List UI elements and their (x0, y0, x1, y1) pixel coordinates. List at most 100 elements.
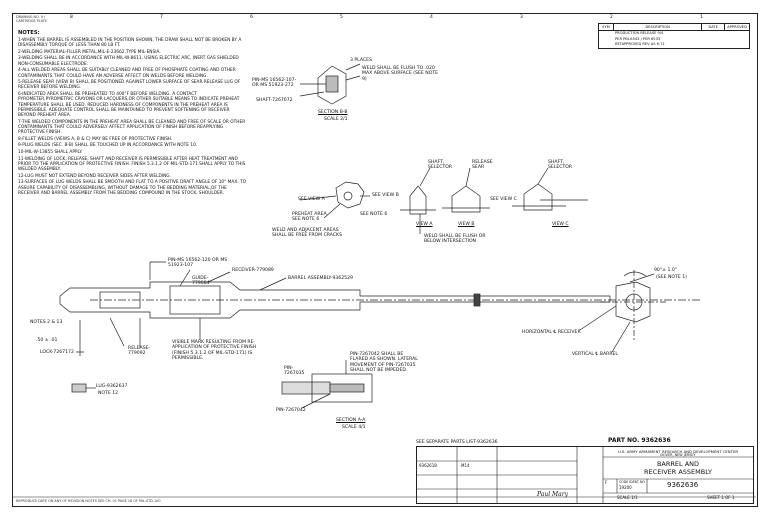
see-note-6: SEE NOTE 6 (360, 212, 388, 217)
see-view-c: SEE VIEW C (490, 197, 517, 202)
leader-line (419, 167, 431, 187)
note-item: 7-THE WELDED COMPONENTS IN THE PREHEAT A… (18, 119, 246, 136)
part-no-value: 9362636 (641, 437, 671, 444)
rev-row: PER PIN-6543 / PER 6533 (615, 36, 661, 41)
lug-shape (71, 383, 87, 393)
sec-aa-scale: SCALE 4/1 (342, 425, 366, 430)
note-item: 5-RELEASE SEAR (VIEW B) SHALL BE POSITIO… (18, 80, 241, 91)
agency-sub: DOVER, NEW JERSEY (660, 453, 696, 457)
zone-label: 3 (520, 15, 523, 20)
label-angle-note: (SEE NOTE 1) (656, 275, 687, 280)
section-aa-pin-a (281, 381, 331, 395)
notes-list: 1-WHEN THE BARREL IS ASSEMBLED IN THE PO… (18, 38, 246, 197)
barrel-band (473, 293, 481, 307)
leader-line (629, 273, 655, 283)
rev-row: PRODUCTION RELEASE 9/4 (615, 31, 664, 35)
section-aa-body (311, 373, 373, 403)
leader-line (465, 167, 471, 187)
label-receiver: RECEIVER-779089 (232, 268, 274, 273)
note-item: 12-LUG MUST NOT EXTEND BEYOND RECEIVER S… (18, 173, 172, 179)
sec-aa-title: SECTION A-A (336, 418, 366, 423)
view-receiver-profile (335, 181, 365, 209)
revision-block: SYM DESCRIPTION DATE APPROVED PRODUCTION… (598, 23, 750, 49)
note-item: 6-INDICATED AREA SHALL BE PREHEATED TO 4… (18, 92, 240, 118)
agency: U.S. ARMY ARMAMENT RESEARCH AND DEVELOPM… (617, 449, 739, 454)
sec-bb-pin: PIN-MS 16562-107- OR MS 51923-272 (252, 78, 297, 89)
note-item: 9-PLUG WELDS (SEC. B-B) SHALL BE TOUCHED… (18, 143, 198, 149)
label-angle: 90°± 1.0° (654, 268, 678, 273)
title-block-grid (417, 447, 753, 503)
see-view-b: SEE VIEW B (372, 193, 399, 198)
receiver-body (169, 285, 221, 315)
note-item: 11-WELDING OF LOCK, RELEASE, SHAFT AND R… (18, 156, 246, 173)
leader-line (259, 277, 287, 291)
used-on: M14 (461, 463, 470, 468)
sec-bb-weld-note: WELD SHALL BE FLUSH TO .020 MAX ABOVE SU… (362, 66, 439, 82)
sec-bb-scale: SCALE 2/1 (324, 117, 348, 122)
rev-header-date: DATE (702, 24, 726, 30)
sec-bb-places: 3 PLACES (350, 58, 372, 63)
note-item: 8-FILLET WELDS (VIEWS A, B & C) MAY BE F… (18, 136, 173, 142)
leader-line (345, 75, 361, 81)
label-barrel-assembly: BARREL ASSEMBLY-9362529 (288, 276, 353, 281)
weld-adjacent: WELD AND ADJACENT AREAS SHALL BE FREE FR… (272, 228, 342, 239)
label-dim: .50 ± .01 (36, 338, 58, 343)
leader-line (579, 305, 617, 331)
label-pin-ms: PIN-MS 16562-120 OR MS 51923-107 (168, 258, 228, 269)
note-item: 4-ALL WELDED AREAS SHALL BE SUITABLY CLE… (18, 68, 236, 79)
label-notes-ref: NOTES 2 & 13 (30, 320, 63, 325)
label-vertical: VERTICAL ℄ BARREL (572, 352, 618, 357)
bottom-stamp: REPRODUCE DATE ON ANY OF REVISION NOTES … (16, 499, 161, 503)
note-item: 10-MIL-W-13855 SHALL APPLY. (18, 149, 83, 155)
weld-flush: WELD SHALL BE FLUSH OR BELOW INTERSECTIO… (424, 234, 486, 245)
receiver-section (99, 291, 141, 309)
sec-bb-title: SECTION B-B (318, 110, 348, 115)
next-assy: 9362618 (419, 463, 437, 468)
code-ident: 19200 (619, 485, 632, 490)
view-c-title: VIEW C (552, 222, 569, 227)
zone-label: 6 (250, 15, 253, 20)
size: F (605, 480, 608, 485)
leader-line (109, 317, 125, 347)
part-no-label: PART NO. (608, 437, 640, 444)
dimension-line (76, 320, 84, 356)
preheat-area: PREHEAT AREA SEE NOTE 6 (292, 212, 327, 223)
note-item: 2-WELDING MATERIAL-FILLER METAL,MIL-E-23… (18, 49, 161, 55)
rev-header-desc: DESCRIPTION (614, 24, 703, 30)
label-visible-mark: VISIBLE MARK RESULTING FROM RE-APPLICATI… (172, 340, 257, 361)
view-a-title: VIEW A (416, 222, 433, 227)
rev-row: RETAPPROVED REV AS 6-71 (615, 42, 665, 46)
rev-header-approved: APPROVED (727, 25, 747, 29)
note-item: 3-WELDING SHALL BE IN ACCORDANCE WITH MI… (18, 56, 239, 67)
view-a-shape (409, 185, 427, 215)
angle-arc (623, 271, 647, 277)
title-block: 9362618 M14 U.S. ARMY ARMAMENT RESEARCH … (416, 446, 754, 504)
zone-label: 5 (340, 15, 343, 20)
sheet-label: SHEET 1 OF 1 (707, 495, 735, 500)
leader-line (179, 269, 191, 287)
label-guide: GUIDE- 779084 (192, 276, 210, 287)
leader-line (611, 321, 631, 353)
corner-stamp: DRAWING NO. 9 / CARTRIDGE PLATE (16, 15, 47, 23)
leader-line (537, 167, 549, 185)
zone-label: 8 (70, 15, 73, 20)
shaft-selector-1: SHAFT, SELECTOR (428, 160, 453, 171)
leader-line (207, 271, 231, 283)
sec-aa-pin-a: PIN- 7267035 (284, 366, 305, 377)
zone-label: 7 (160, 15, 163, 20)
leader-line (301, 393, 331, 409)
drawing-title-2: RECEIVER ASSEMBLY (644, 468, 712, 476)
rev-header-sym: SYM (599, 24, 614, 30)
label-lock: LOCK-7267172 (40, 350, 74, 355)
sec-aa-pin-note: PIN-7267042 SHALL BE FLARED AS SHOWN. LA… (350, 352, 418, 373)
release-sear: RELEASE SEAR (472, 160, 493, 171)
sheet-border (12, 13, 758, 507)
leader-line (299, 195, 337, 201)
label-horizontal: HORIZONTAL ℄ RECEIVER (522, 330, 581, 335)
section-bb-profile (317, 65, 347, 105)
muzzle-end (615, 281, 651, 323)
label-release: RELEASE- 779092 (128, 346, 151, 357)
dwg-no: 9362636 (667, 481, 699, 489)
section-aa-pin-b (329, 383, 365, 393)
view-b-shape (451, 185, 481, 213)
